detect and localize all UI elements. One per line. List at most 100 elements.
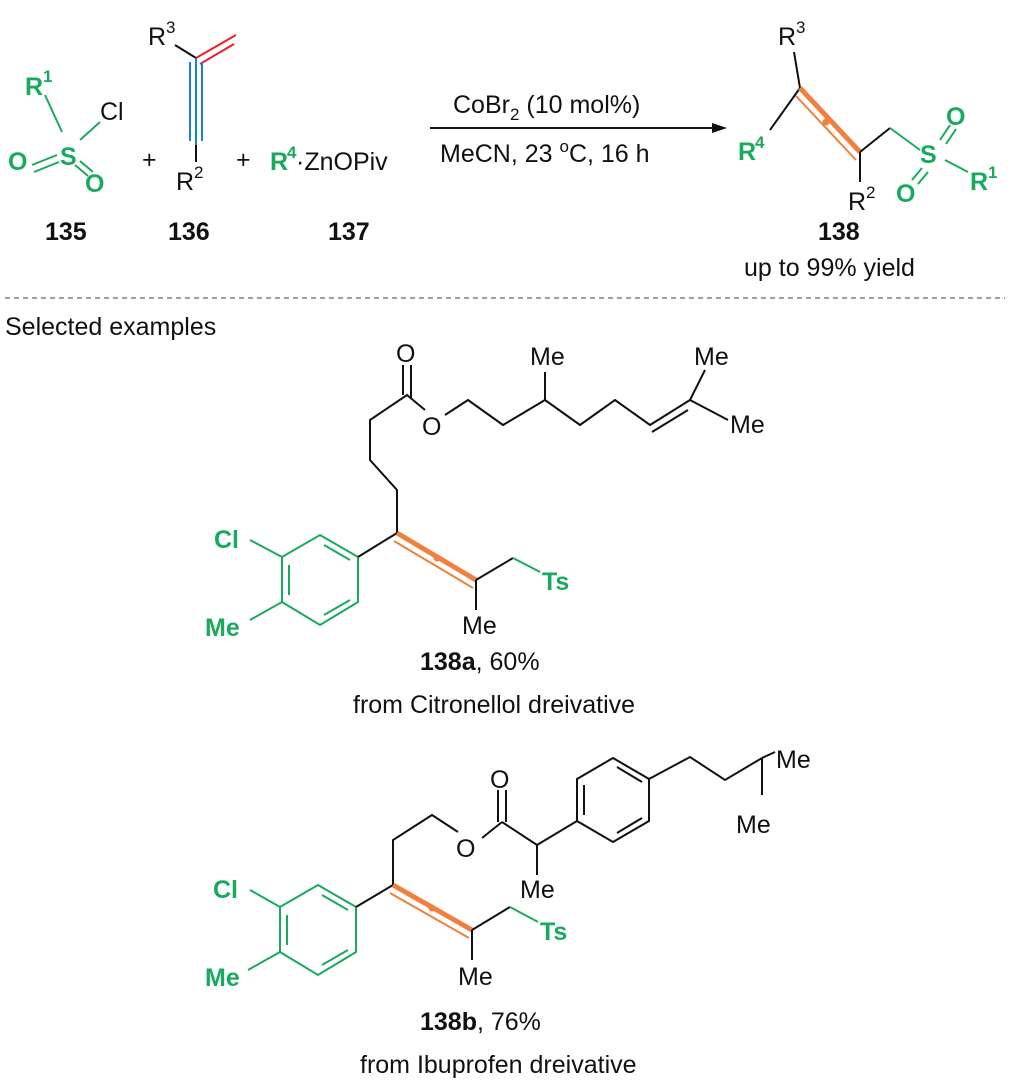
atom-label: O [946,103,965,131]
atom-label: Me [462,612,497,640]
atom-label: ·ZnOPiv [296,148,388,176]
bond [889,127,921,151]
bond [355,884,394,908]
atom-label: Me [205,614,240,642]
bond [822,118,830,126]
bond [945,128,957,145]
bond [247,951,281,971]
bond [279,883,357,977]
bond [689,399,729,421]
bond [536,820,578,846]
atom-label: 135 [45,218,87,246]
bond [689,369,706,401]
bond [392,813,459,885]
bond [249,889,281,908]
bond [199,43,235,65]
atom-label: from Ibuprofen dreivative [360,1051,637,1079]
bond [648,755,763,782]
product-138: R 3 R 4 R 2 S O O R 1 138 up to 99% yiel… [738,18,997,282]
bond [369,393,426,533]
bond [79,160,94,173]
bond [475,557,514,581]
atom-label: 138 [818,218,860,246]
plus-sign: + [236,146,251,174]
atom-label: Me [530,343,565,371]
bond [793,51,801,89]
bond [471,906,511,931]
atom-label: S [60,143,77,171]
atom-label: from Citronellol dreivative [353,691,635,719]
bond [74,164,89,177]
section-title: Selected examples [5,313,216,341]
atom-label: Ts [540,918,567,946]
bond [761,751,776,759]
atom-label: Me [520,876,555,904]
bond [512,557,541,573]
bond [389,892,470,939]
atom-label: Me [458,963,493,991]
reagent-135: R 1 S Cl O O 135 [8,67,124,246]
bond [576,756,650,844]
atom-label: CoBr2 (10 mol%) [453,91,640,124]
atom-label: 4 [755,133,765,152]
bond [795,95,857,161]
bond [321,894,349,911]
bond [501,821,538,846]
bond [195,34,237,59]
atom-label: Me [776,746,811,774]
bond [393,540,474,589]
atom-label: Me [694,343,729,371]
bond [859,127,891,153]
atom-label: Ts [542,568,569,596]
bond [712,123,727,133]
atom-label: Cl [100,98,124,126]
atom-label: 3 [166,18,175,37]
atom-label: 137 [328,218,370,246]
bond [428,904,436,912]
atom-label: O [456,835,475,863]
atom-label: O [85,170,104,198]
bond [44,94,63,133]
atom-label: O [396,340,415,368]
atom-label: Me [736,811,771,839]
atom-label: Cl [213,876,238,904]
plus-sign: + [142,146,157,174]
bond [481,821,503,839]
example-138b: O O Me Me Me Cl Me Ts Me 138b, 76% [205,746,811,1079]
bond [79,121,101,141]
atom-label: 3 [796,18,805,37]
atom-label: R [970,168,988,196]
bond [323,544,351,561]
bond [444,398,691,427]
atom-label: O [8,148,27,176]
bond [281,533,359,627]
bond [798,86,862,154]
atom-label: 4 [287,143,297,162]
bond [31,154,58,166]
atom-label: 2 [866,183,875,202]
atom-label: O [896,180,915,208]
atom-label: 138a, 60% [420,648,540,676]
bond [616,817,643,834]
atom-label: Cl [214,526,239,554]
atom-label: Me [205,964,240,992]
reagent-137: R 4 ·ZnOPiv 137 [270,143,388,246]
bond [769,87,801,131]
bond [357,532,398,558]
atom-label: 136 [168,218,210,246]
atom-label: MeCN, 23 oC, 16 h [440,137,650,168]
atom-label: Me [730,411,765,439]
bond [249,601,283,621]
bond [917,171,929,185]
bond [651,409,689,433]
bond [944,159,969,173]
atom-label: R [778,23,796,51]
atom-label: R [270,148,288,176]
atom-label: O [490,766,509,794]
atom-label: up to 99% yield [744,254,915,282]
atom-label: R [25,73,43,101]
atom-label: O [422,413,441,441]
bond [911,167,923,181]
reagent-136: R 3 R 2 136 [148,18,237,246]
